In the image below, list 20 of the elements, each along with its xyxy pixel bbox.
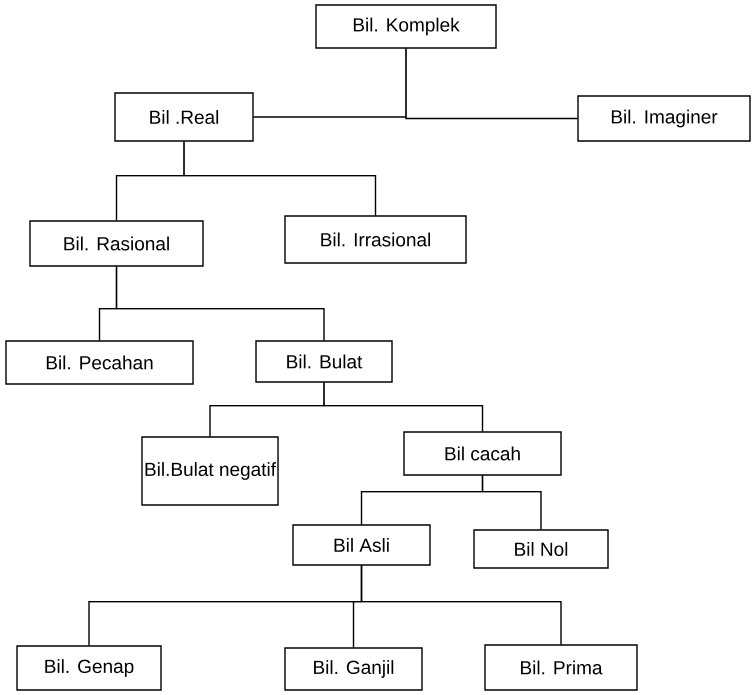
box: Bil. Imaginer: [577, 95, 751, 142]
box: Bil. Prima: [484, 644, 638, 691]
box: Bil. Irrasional: [284, 215, 467, 264]
box: Bil Nol: [473, 529, 609, 569]
connector-line: [360, 566, 562, 644]
connector-line: [183, 142, 376, 216]
box: Bil. Bulat: [255, 340, 393, 383]
box: Bil. Komplek: [315, 4, 497, 49]
box: Bil.Bulat negatif: [141, 436, 279, 506]
box: Bil Asli: [292, 524, 431, 566]
box: Bil. Rasional: [29, 220, 204, 267]
box: Bil. Genap: [16, 645, 162, 691]
box: Bil cacah: [403, 431, 562, 476]
connector-line: [405, 48, 578, 120]
connector-line: [116, 266, 325, 340]
connector-line: [323, 382, 484, 432]
box: Bil. Ganjil: [284, 647, 423, 691]
box: Bil .Real: [114, 92, 254, 142]
box: Bil. Pecahan: [5, 340, 194, 385]
connector-line: [482, 476, 542, 530]
